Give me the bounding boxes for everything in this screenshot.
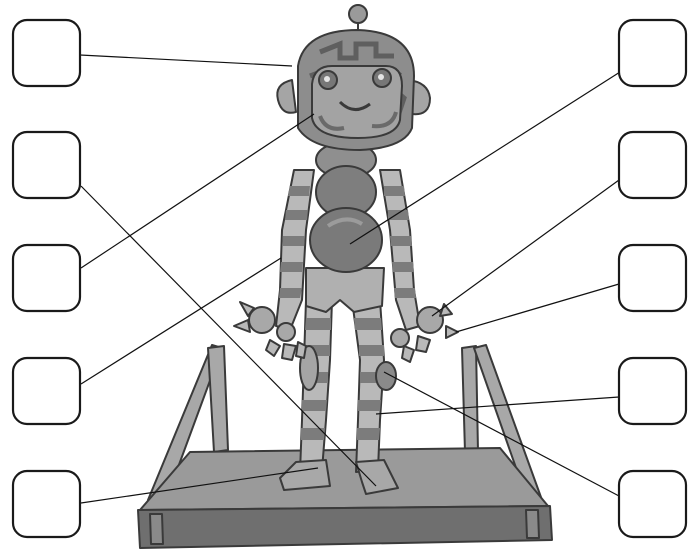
antenna-icon (348, 4, 368, 24)
leader-line-hand (431, 179, 620, 317)
label-box-hand[interactable] (617, 130, 688, 200)
label-box-chest[interactable] (617, 18, 688, 88)
leader-line-face (80, 113, 315, 269)
left-hand (233, 301, 307, 361)
label-box-platform[interactable] (11, 469, 82, 539)
right-foot (355, 459, 399, 495)
platform-corner-left (149, 513, 164, 545)
robot-pelvis (305, 267, 385, 313)
leader-line-leg (375, 396, 620, 415)
left-back-rail (207, 345, 229, 453)
label-boxes-right (617, 18, 688, 539)
label-box-leg[interactable] (617, 356, 688, 426)
leader-line-arm (80, 257, 282, 385)
robot-torso (309, 141, 383, 273)
leader-line-fingers (455, 283, 620, 333)
label-box-foot[interactable] (11, 130, 82, 200)
platform-corner-right (525, 509, 540, 539)
right-back-rail (461, 345, 479, 453)
right-hand (390, 303, 459, 363)
robot-head (276, 4, 431, 151)
label-boxes-left (11, 18, 82, 539)
platform-front (137, 505, 553, 549)
leader-line-chest (349, 71, 621, 245)
label-box-knee[interactable] (617, 469, 688, 539)
label-box-arm[interactable] (11, 356, 82, 426)
label-box-fingers[interactable] (617, 243, 688, 313)
label-box-head[interactable] (11, 18, 82, 88)
left-ear (276, 79, 297, 114)
leader-line-knee (383, 371, 620, 497)
platform-stand (137, 344, 553, 549)
robot-arms (233, 169, 459, 363)
robot-legs (279, 299, 399, 495)
leader-line-head (79, 54, 293, 67)
leader-lines (79, 54, 621, 504)
label-box-face[interactable] (11, 243, 82, 313)
mouth-icon (338, 100, 371, 111)
leader-line-platform (80, 467, 319, 504)
platform-top (139, 447, 549, 511)
leader-line-foot (80, 185, 377, 487)
right-knee (375, 361, 397, 391)
